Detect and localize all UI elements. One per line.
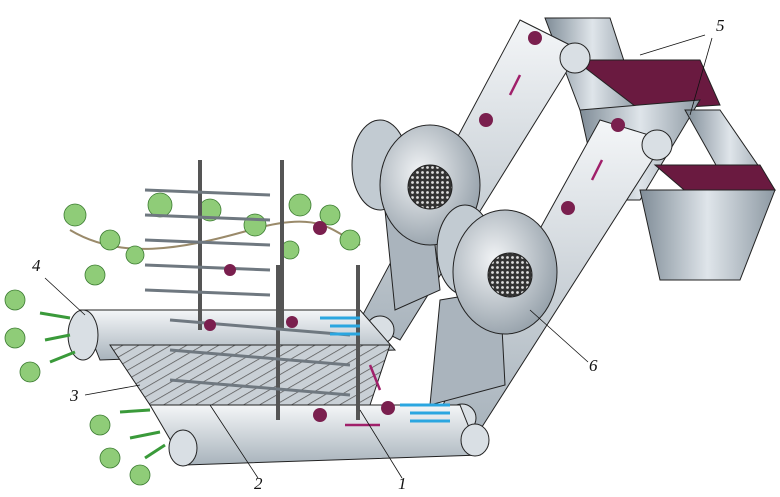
grape-clusters xyxy=(204,31,625,422)
label-3: 3 xyxy=(70,386,79,405)
label-4: 4 xyxy=(32,256,41,275)
ejected-leaves xyxy=(4,289,166,486)
grapevine xyxy=(63,192,361,286)
leader-lines xyxy=(44,34,713,479)
label-1: 1 xyxy=(398,474,407,493)
belt-lower xyxy=(149,404,490,467)
shaker-rods xyxy=(144,160,360,420)
label-5: 5 xyxy=(716,16,725,35)
hopper-lower xyxy=(639,109,776,281)
label-2: 2 xyxy=(254,474,263,493)
label-6: 6 xyxy=(589,356,598,375)
grape-motion-arrows xyxy=(345,74,604,427)
air-flow-arrows xyxy=(320,316,450,423)
fan-lower xyxy=(429,204,558,406)
